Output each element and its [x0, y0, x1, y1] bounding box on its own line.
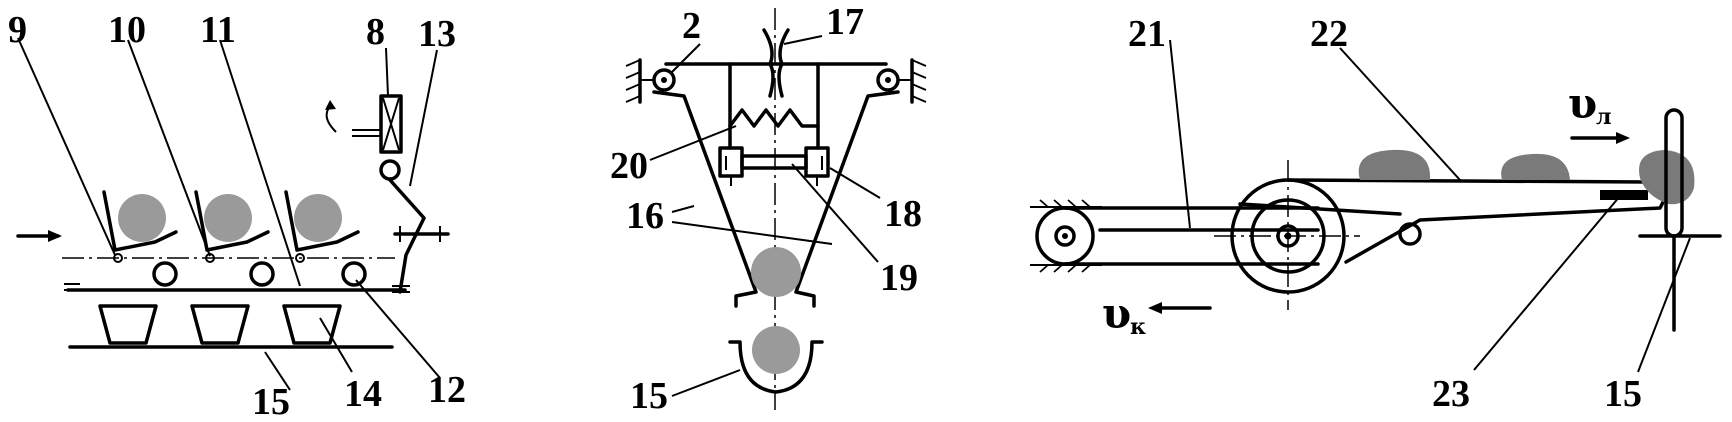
- panel-right-belt: υ л υ к 21 22 23 15: [1030, 13, 1722, 415]
- label-15-left: 15: [252, 381, 290, 422]
- knife-23: [1600, 190, 1648, 200]
- rod-19: [740, 154, 808, 170]
- actuator-8: [325, 94, 403, 181]
- product-1: [1358, 149, 1431, 180]
- main-pulley: [1214, 160, 1360, 310]
- lever-13: [388, 178, 450, 294]
- left-pulley: [1030, 199, 1102, 273]
- gripper-cell-1: [98, 190, 178, 345]
- label-2: 2: [682, 5, 701, 47]
- stand-15: [1638, 108, 1722, 332]
- velocity-l-symbol: υ: [1568, 79, 1597, 128]
- velocity-arrow-l: [1570, 132, 1630, 144]
- label-13: 13: [418, 13, 456, 55]
- label-14: 14: [344, 373, 382, 415]
- right-leader-lines: [1169, 39, 1691, 373]
- gripper-cell-3: [282, 190, 367, 345]
- left-leader-lines: [17, 37, 441, 391]
- middle-leader-lines: [649, 35, 881, 397]
- label-23: 23: [1432, 373, 1470, 415]
- label-15-middle: 15: [630, 375, 668, 417]
- velocity-k-symbol: υ: [1102, 289, 1131, 338]
- label-18: 18: [884, 193, 922, 235]
- pivot-left: [625, 58, 676, 104]
- receiving-cup-15: [728, 340, 824, 394]
- product-2: [1501, 153, 1570, 180]
- label-17: 17: [826, 1, 864, 43]
- spring-20: [728, 62, 820, 150]
- ball-in-funnel: [751, 247, 801, 297]
- arm-pivot: [1398, 222, 1422, 246]
- feed-arrow-icon: [16, 230, 62, 242]
- panel-left-conveyor: 9 10 11 8 13 12 14 15: [8, 9, 466, 422]
- label-16: 16: [626, 195, 664, 237]
- velocity-k-subscript: к: [1130, 314, 1146, 340]
- nozzle-17: [762, 28, 790, 98]
- label-8: 8: [366, 11, 385, 53]
- ball-in-cup: [752, 326, 800, 374]
- label-20: 20: [610, 145, 648, 187]
- velocity-l-subscript: л: [1596, 104, 1612, 130]
- pivot-right: [876, 58, 927, 104]
- velocity-arrow-k: [1148, 302, 1212, 314]
- label-11: 11: [200, 9, 236, 51]
- funnel-wall-right: [794, 90, 900, 308]
- left-support-hatch: [64, 283, 80, 291]
- label-12: 12: [428, 369, 466, 411]
- arm-lower: [1238, 202, 1402, 216]
- panel-middle-funnel: 2 17 20 18 16 19 15: [610, 1, 927, 417]
- gripper-cell-2: [190, 190, 275, 345]
- belt-21: [1063, 206, 1320, 266]
- label-19: 19: [880, 257, 918, 299]
- label-10: 10: [108, 9, 146, 51]
- label-15-right: 15: [1604, 373, 1642, 415]
- label-21: 21: [1128, 13, 1166, 55]
- label-22: 22: [1310, 13, 1348, 55]
- funnel-wall-left: [652, 90, 758, 308]
- label-9: 9: [8, 9, 27, 51]
